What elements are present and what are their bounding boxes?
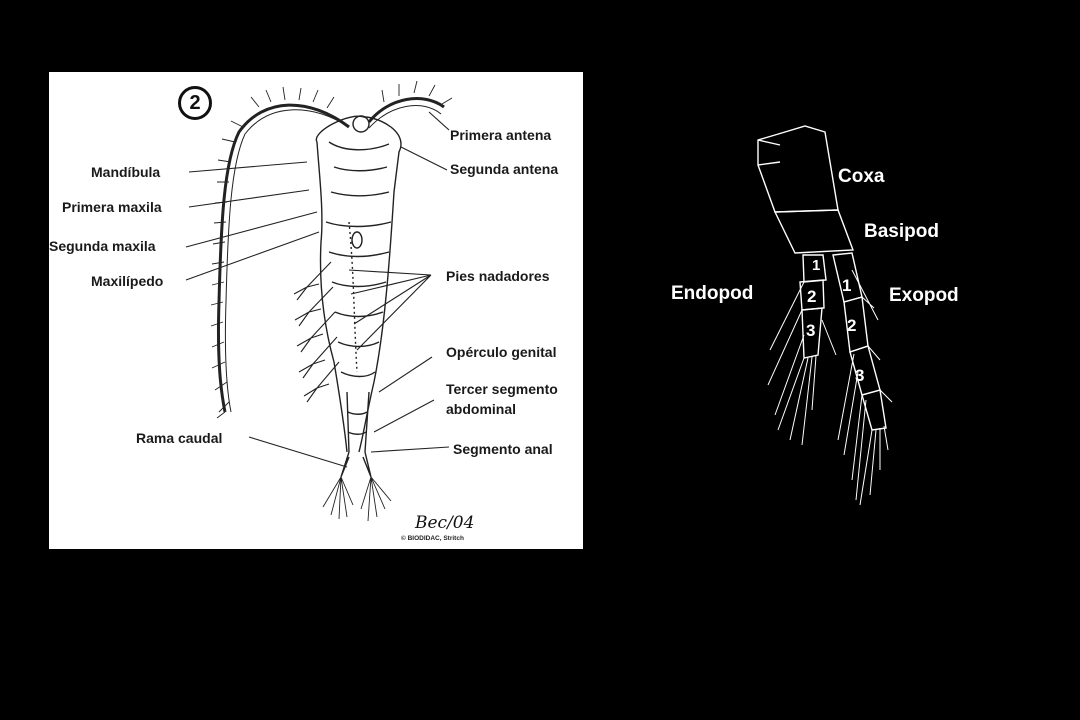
coxa-segment	[757, 125, 839, 213]
figure-number-circle: 2	[178, 86, 212, 120]
label-primera-maxila: Primera maxila	[62, 199, 162, 215]
label-tercer-segmento: Tercer segmento	[446, 381, 558, 397]
exopod-segment-2: 2	[847, 316, 857, 335]
label-primera-antena: Primera antena	[450, 127, 552, 143]
label-abdominal: abdominal	[446, 401, 517, 417]
artist-signature: Bec/04	[415, 513, 475, 533]
label-segunda-antena: Segunda antena	[450, 161, 559, 177]
endopod-segment-2: 2	[807, 287, 817, 306]
copepod-illustration	[185, 80, 453, 522]
label-exopod: Exopod	[889, 285, 959, 306]
label-segunda-maxila: Segunda maxila	[49, 238, 156, 254]
exopod-segment-1: 1	[842, 276, 852, 295]
label-segmento-anal: Segmento anal	[453, 441, 553, 457]
label-mandibula: Mandíbula	[91, 164, 161, 180]
figure-number: 2	[189, 92, 201, 114]
label-pies-nadadores: Pies nadadores	[446, 268, 550, 284]
endopod-segment-3: 3	[806, 321, 816, 340]
label-basipod: Basipod	[864, 221, 939, 242]
endopod-segment-1: 1	[812, 257, 821, 274]
label-coxa: Coxa	[838, 166, 885, 187]
label-endopod: Endopod	[671, 283, 754, 304]
exopod-segment-3: 3	[855, 366, 865, 385]
copepod-diagram-panel: 2 Primera antena Segunda antena Mandíbul…	[49, 72, 583, 549]
basipod-segment	[773, 209, 854, 254]
label-maxilipedo: Maxilípedo	[91, 273, 164, 289]
copyright-credit: © BIODIDAC, Stritch	[401, 535, 464, 542]
label-operculo-genital: Opérculo genital	[446, 344, 557, 360]
label-rama-caudal: Rama caudal	[136, 430, 223, 446]
swimming-leg-diagram	[757, 125, 893, 506]
